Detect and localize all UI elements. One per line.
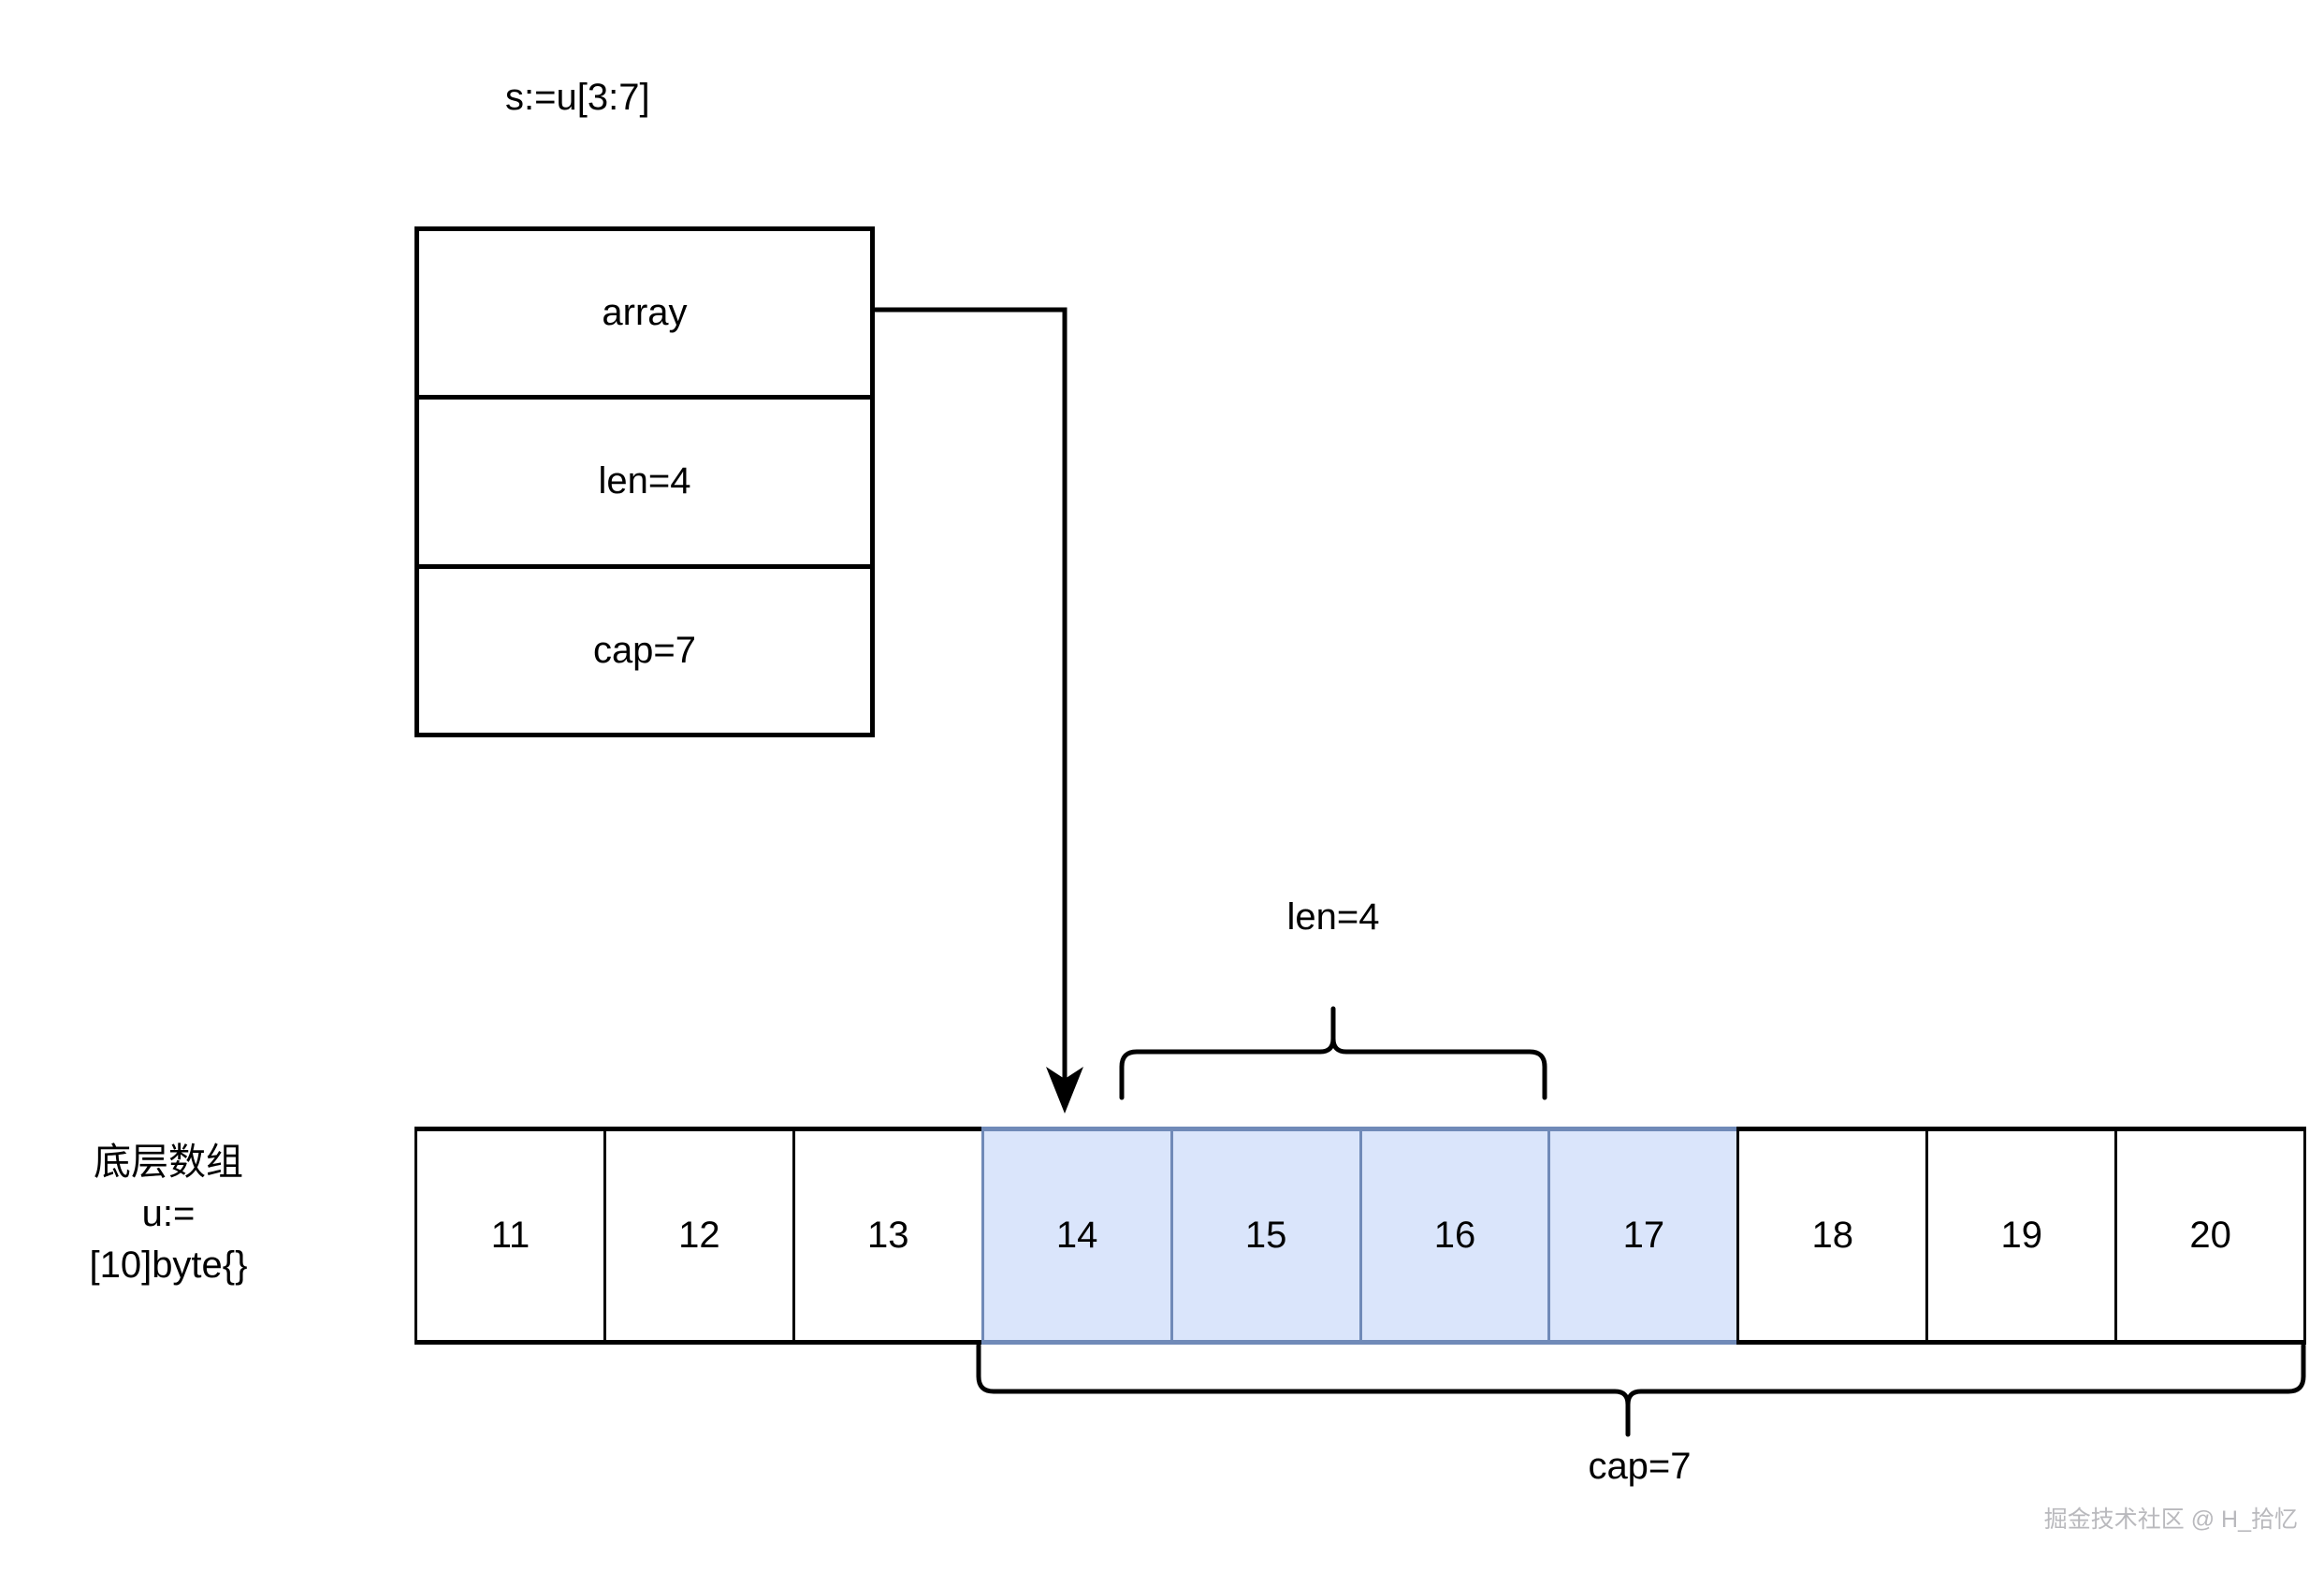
slice-field-array-label: array — [602, 292, 688, 334]
slice-field-cap-label: cap=7 — [592, 629, 697, 671]
array-cell-value: 12 — [678, 1215, 720, 1256]
array-cell-value: 16 — [1433, 1215, 1476, 1256]
array-cell: 16 — [1358, 1127, 1548, 1345]
backing-array: 11 12 13 14 15 16 17 18 19 20 — [414, 1127, 2307, 1345]
array-cell: 11 — [414, 1127, 603, 1345]
array-cell-value: 18 — [1811, 1215, 1854, 1256]
array-cell-value: 19 — [2000, 1215, 2042, 1256]
cap-brace — [976, 1343, 2306, 1437]
array-cell: 13 — [792, 1127, 981, 1345]
backing-array-caption-line-3: [10]byte{} — [89, 1244, 248, 1287]
array-cell: 15 — [1169, 1127, 1359, 1345]
array-cell-value: 20 — [2189, 1215, 2231, 1256]
array-cell: 18 — [1736, 1127, 1926, 1345]
slice-field-cap: cap=7 — [419, 563, 870, 733]
slice-field-len-label: len=4 — [598, 460, 691, 502]
array-cell-value: 13 — [867, 1215, 909, 1256]
slice-expression-title: s:=u[3:7] — [505, 77, 650, 118]
array-cell-value: 17 — [1622, 1215, 1665, 1256]
array-cell-value: 14 — [1055, 1215, 1098, 1256]
backing-array-caption: 底层数组 u:= [10]byte{} — [28, 1137, 309, 1292]
array-cell: 20 — [2114, 1127, 2307, 1345]
array-pointer-arrow — [870, 307, 1083, 1114]
array-cell-value: 11 — [490, 1215, 530, 1256]
cap-brace-label: cap=7 — [1588, 1446, 1692, 1487]
len-brace-label: len=4 — [1286, 896, 1380, 938]
backing-array-caption-line-2: u:= — [141, 1193, 196, 1235]
backing-array-caption-line-1: 底层数组 — [94, 1142, 243, 1183]
slice-header-struct: array len=4 cap=7 — [414, 226, 875, 737]
len-brace — [1119, 1006, 1547, 1100]
array-cell: 12 — [603, 1127, 792, 1345]
slice-field-array: array — [419, 231, 870, 395]
array-cell: 17 — [1547, 1127, 1737, 1345]
watermark: 掘金技术社区 @ H_拾忆 — [2043, 1506, 2298, 1533]
array-cell: 19 — [1925, 1127, 2115, 1345]
array-cell-value: 15 — [1244, 1215, 1287, 1256]
slice-field-len: len=4 — [419, 395, 870, 563]
array-cell: 14 — [980, 1127, 1170, 1345]
